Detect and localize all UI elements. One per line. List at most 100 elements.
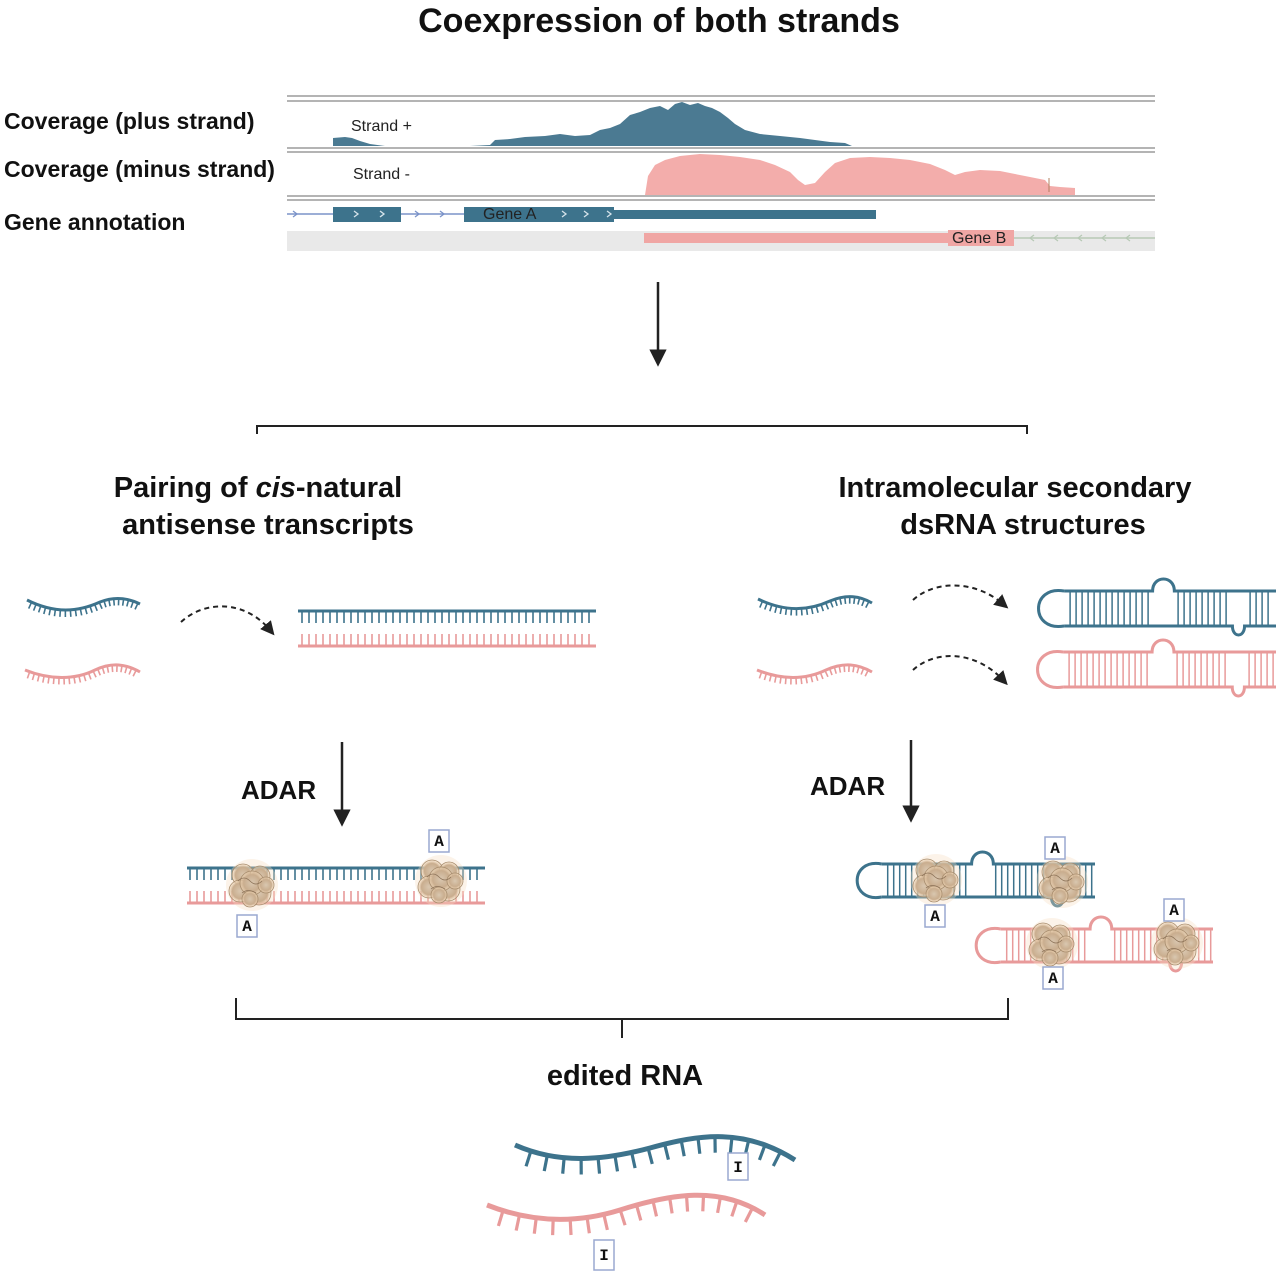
base-tick bbox=[532, 1217, 538, 1234]
pairing-arrow bbox=[180, 605, 275, 636]
left-heading-line1: Pairing of cis-natural bbox=[114, 472, 402, 504]
base-tick bbox=[111, 665, 114, 673]
base-tick bbox=[696, 1137, 702, 1154]
gene-a-strand-chevrons bbox=[292, 210, 446, 218]
base-tick bbox=[42, 675, 45, 683]
gene-b-body bbox=[644, 233, 1014, 243]
gene-a-utr bbox=[614, 210, 876, 219]
genome-browser-panel: Coverage (plus strand) Coverage (minus s… bbox=[4, 95, 1155, 251]
base-tick bbox=[853, 596, 856, 604]
base-tick bbox=[82, 674, 87, 682]
plus-coverage-track: Strand + bbox=[333, 102, 852, 146]
base-tick bbox=[618, 1209, 627, 1226]
minus-coverage-area bbox=[645, 154, 1075, 195]
plus-coverage-label: Coverage (plus strand) bbox=[4, 108, 255, 134]
base-tick bbox=[784, 607, 788, 615]
base-tick bbox=[860, 667, 865, 675]
result-label: edited RNA bbox=[547, 1060, 703, 1092]
split-bracket bbox=[256, 425, 1028, 434]
gene-annotation-track: Gene A Gene B bbox=[287, 206, 1155, 251]
base-tick bbox=[769, 604, 773, 612]
base-tick bbox=[774, 605, 778, 613]
hairpin-loop bbox=[974, 927, 1001, 964]
base-tick bbox=[32, 603, 37, 611]
left-heading-line2: antisense transcripts bbox=[122, 509, 414, 541]
plus-strand-tag: Strand + bbox=[351, 118, 412, 135]
base-tick bbox=[684, 1195, 690, 1212]
base-tick bbox=[861, 599, 866, 607]
base-tick bbox=[716, 1196, 722, 1214]
minus-strand-bases bbox=[758, 664, 870, 685]
base-tick bbox=[757, 1144, 767, 1161]
minus-coverage-label: Coverage (minus strand) bbox=[4, 156, 275, 182]
base-tick bbox=[820, 604, 825, 612]
base-tick bbox=[112, 598, 116, 606]
adar-enzyme bbox=[1151, 917, 1203, 969]
base-tick bbox=[73, 676, 76, 684]
edited-rna: I I bbox=[486, 1134, 797, 1271]
base-tick bbox=[74, 609, 78, 617]
enzyme-lobe bbox=[941, 871, 959, 889]
edited-plus-strand bbox=[513, 1134, 797, 1163]
gene-b-exon bbox=[948, 230, 1014, 246]
enzyme-texture bbox=[1047, 874, 1073, 891]
base-tick bbox=[805, 607, 809, 616]
left-edited-duplex bbox=[187, 855, 485, 911]
enzyme-texture bbox=[1037, 936, 1063, 953]
plus-hairpin bbox=[1037, 577, 1276, 637]
left-single-strands bbox=[24, 596, 141, 685]
base-tick bbox=[651, 1200, 659, 1217]
right-single-strands bbox=[756, 595, 873, 685]
base-tick bbox=[728, 1137, 734, 1154]
minus-strand-tag: Strand - bbox=[353, 166, 410, 183]
base-tick bbox=[134, 602, 139, 610]
hairpin-top-strand bbox=[881, 850, 1095, 866]
right-adar-label: ADAR bbox=[810, 771, 885, 801]
base-tick bbox=[701, 1195, 706, 1212]
base-tick bbox=[814, 673, 819, 681]
base-tick bbox=[514, 1214, 522, 1231]
base-tick bbox=[48, 608, 52, 616]
base-tick bbox=[585, 1217, 591, 1234]
base-tick bbox=[773, 675, 777, 683]
base-tick bbox=[107, 599, 111, 607]
base-tick bbox=[829, 600, 834, 608]
adenosine-box: A bbox=[1044, 836, 1066, 860]
base-tick bbox=[89, 605, 93, 613]
base-tick bbox=[646, 1148, 654, 1165]
base-tick bbox=[36, 674, 41, 682]
base-tick bbox=[84, 607, 88, 615]
base-tick bbox=[568, 1218, 573, 1236]
base-tick bbox=[43, 607, 47, 615]
figure-title: Coexpression of both strands bbox=[418, 2, 900, 40]
enzyme-lobe bbox=[1166, 948, 1184, 966]
base-tick bbox=[87, 672, 92, 680]
base-tick bbox=[758, 671, 763, 679]
duplex-plus-bases bbox=[301, 611, 590, 623]
gene-b-strand-chevrons bbox=[1029, 234, 1131, 242]
base-tick bbox=[771, 1150, 782, 1167]
left-duplex bbox=[298, 609, 596, 648]
merge-bracket bbox=[235, 998, 1009, 1020]
enzyme-lobe bbox=[1182, 934, 1200, 952]
base-tick bbox=[800, 608, 803, 616]
base-tick bbox=[843, 664, 846, 673]
enzyme-texture bbox=[237, 877, 263, 894]
gene-b-label: Gene B bbox=[952, 230, 1006, 247]
base-tick bbox=[768, 674, 773, 682]
base-tick bbox=[810, 675, 814, 683]
plus-strand-bases bbox=[759, 596, 870, 616]
base-tick bbox=[819, 672, 824, 680]
base-tick bbox=[93, 603, 98, 612]
base-tick bbox=[679, 1140, 686, 1157]
base-tick bbox=[101, 666, 106, 675]
gene-a-exon-2 bbox=[464, 207, 614, 222]
enzyme-lobe bbox=[430, 886, 448, 904]
adenosine-box: A bbox=[1042, 966, 1064, 990]
edited-minus-bases bbox=[496, 1195, 755, 1236]
edited-minus-strand bbox=[486, 1192, 767, 1222]
base-tick bbox=[542, 1155, 549, 1172]
hairpin-bottom-strand bbox=[1064, 624, 1276, 637]
enzyme-lobe bbox=[241, 890, 259, 908]
base-tick bbox=[551, 1219, 555, 1236]
